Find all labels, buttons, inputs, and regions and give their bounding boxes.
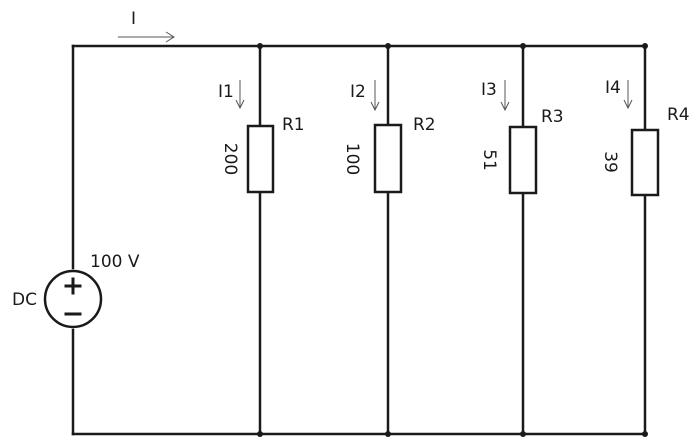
- resistor-value-r3: 51: [479, 149, 499, 171]
- current-arrow-i4: [623, 80, 633, 110]
- total-current-arrow: [118, 31, 175, 43]
- current-arrow-i1: [235, 80, 245, 110]
- junction-node: [385, 431, 391, 437]
- resistor-name-r4: R4: [667, 105, 690, 125]
- branch-r4: I4 R4 39: [600, 43, 690, 437]
- resistor-r1: [246, 124, 275, 194]
- resistor-value-r4: 39: [600, 151, 620, 173]
- junction-node: [385, 43, 391, 49]
- source-type-label: DC: [12, 290, 37, 310]
- junction-node: [642, 431, 648, 437]
- resistor-value-r1: 200: [220, 143, 240, 175]
- junction-node: [520, 431, 526, 437]
- current-arrow-i3: [500, 80, 510, 112]
- junction-node: [642, 43, 648, 49]
- branch-r2: I2 R2 100: [342, 43, 436, 437]
- dc-source: [43, 269, 103, 329]
- current-label-i2: I2: [350, 82, 366, 102]
- resistor-name-r3: R3: [541, 107, 564, 127]
- resistor-name-r1: R1: [282, 115, 305, 135]
- total-current-label: I: [131, 9, 136, 29]
- resistor-value-r2: 100: [342, 143, 362, 175]
- junction-node: [257, 43, 263, 49]
- current-label-i1: I1: [218, 82, 234, 102]
- current-arrow-i2: [370, 80, 380, 112]
- branch-r3: I3 R3 51: [479, 43, 564, 437]
- junction-node: [520, 43, 526, 49]
- current-label-i3: I3: [481, 80, 497, 100]
- branch-r1: I1 R1 200: [218, 43, 305, 437]
- dc-source-circle: [43, 269, 103, 329]
- resistor-r3: [508, 125, 538, 195]
- resistor-r2: [373, 123, 403, 194]
- junction-node: [257, 431, 263, 437]
- current-label-i4: I4: [605, 78, 621, 98]
- resistor-name-r2: R2: [413, 115, 436, 135]
- source-voltage-label: 100 V: [90, 252, 140, 272]
- resistor-r4: [630, 128, 660, 197]
